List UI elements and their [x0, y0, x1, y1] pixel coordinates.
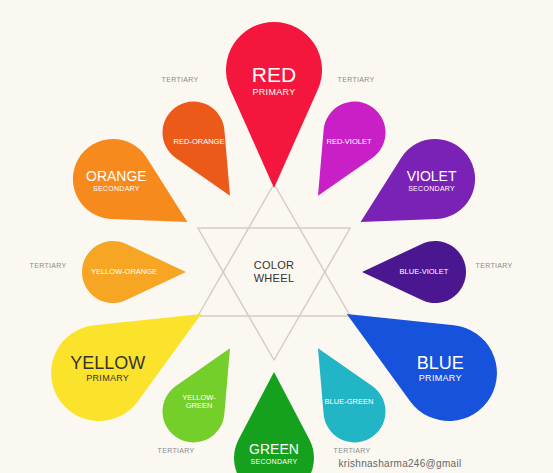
petal-text-group: BLUEPRIMARY: [417, 353, 464, 383]
petal-outline: [163, 102, 230, 196]
color-name: BLUE-GREEN: [325, 398, 374, 406]
color-name: RED-VIOLET: [326, 138, 371, 146]
color-name: ORANGE: [86, 169, 147, 185]
color-petal-s: ORANGESECONDARY: [70, 137, 190, 224]
petal-text-group: VIOLETSECONDARY: [407, 169, 457, 193]
tertiary-tag: TERTIARY: [334, 447, 371, 455]
petal-outline: [234, 372, 314, 473]
petal-shape: [316, 99, 388, 198]
color-petal-t: BLUE-VIOLET: [360, 239, 468, 305]
color-class: SECONDARY: [408, 185, 455, 193]
hexagram-triangle: [198, 184, 350, 316]
color-petal-p: REDPRIMARY: [224, 20, 324, 190]
color-petal-t: RED-VIOLET: [316, 99, 388, 198]
color-class: PRIMARY: [86, 373, 129, 383]
petal-text-group: BLUE-VIOLET: [400, 268, 449, 276]
color-class: PRIMARY: [419, 373, 462, 383]
color-petal-t: YELLOW-GREEN: [160, 346, 233, 445]
center-title: COLOR WHEEL: [250, 259, 298, 284]
color-name: RED-ORANGE: [174, 138, 225, 146]
tertiary-tag: TERTIARY: [162, 76, 199, 84]
color-name: YELLOW-GREEN: [180, 394, 218, 411]
petal-outline: [73, 139, 187, 222]
petal-shape: [232, 370, 316, 473]
color-class: SECONDARY: [251, 458, 298, 466]
color-name: YELLOW: [70, 353, 145, 373]
petal-text-group: RED-ORANGE: [174, 138, 225, 146]
petal-text-group: GREENSECONDARY: [249, 442, 299, 466]
color-name: RED: [252, 63, 296, 87]
tertiary-tag: TERTIARY: [338, 76, 375, 84]
color-class: PRIMARY: [253, 87, 296, 97]
color-class: SECONDARY: [93, 185, 140, 193]
petal-shape: [316, 346, 388, 445]
tertiary-tag: TERTIARY: [158, 447, 195, 455]
color-name: YELLOW-ORANGE: [91, 268, 157, 276]
petal-text-group: REDPRIMARY: [252, 63, 296, 97]
petal-text-group: ORANGESECONDARY: [86, 169, 147, 193]
petal-text-group: YELLOW-GREEN: [180, 394, 218, 411]
color-name: VIOLET: [407, 169, 457, 185]
color-name: BLUE-VIOLET: [400, 268, 449, 276]
color-petal-t: RED-ORANGE: [160, 99, 232, 198]
color-name: GREEN: [249, 442, 299, 458]
color-petal-s: VIOLETSECONDARY: [358, 137, 478, 224]
petal-text-group: YELLOW-ORANGE: [91, 268, 157, 276]
petal-outline: [163, 348, 230, 442]
petal-outline: [361, 139, 475, 222]
color-petal-t: YELLOW-ORANGE: [80, 239, 188, 305]
petal-outline: [318, 348, 385, 442]
petal-outline: [226, 22, 322, 188]
petal-text-group: BLUE-GREEN: [325, 398, 374, 406]
tertiary-tag: TERTIARY: [30, 262, 67, 270]
color-name: BLUE: [417, 353, 464, 373]
color-petal-t: BLUE-GREEN: [316, 346, 388, 445]
petal-text-group: RED-VIOLET: [326, 138, 371, 146]
petal-shape: [224, 20, 324, 190]
hexagram-triangle: [198, 228, 350, 360]
tertiary-tag: TERTIARY: [476, 262, 513, 270]
watermark: krishnasharma246@gmail: [339, 458, 462, 470]
petal-outline: [362, 241, 466, 303]
color-petal-s: GREENSECONDARY: [232, 370, 316, 473]
petal-shape: [160, 99, 232, 198]
petal-outline: [82, 241, 186, 303]
petal-outline: [318, 102, 385, 196]
petal-text-group: YELLOWPRIMARY: [70, 353, 145, 383]
